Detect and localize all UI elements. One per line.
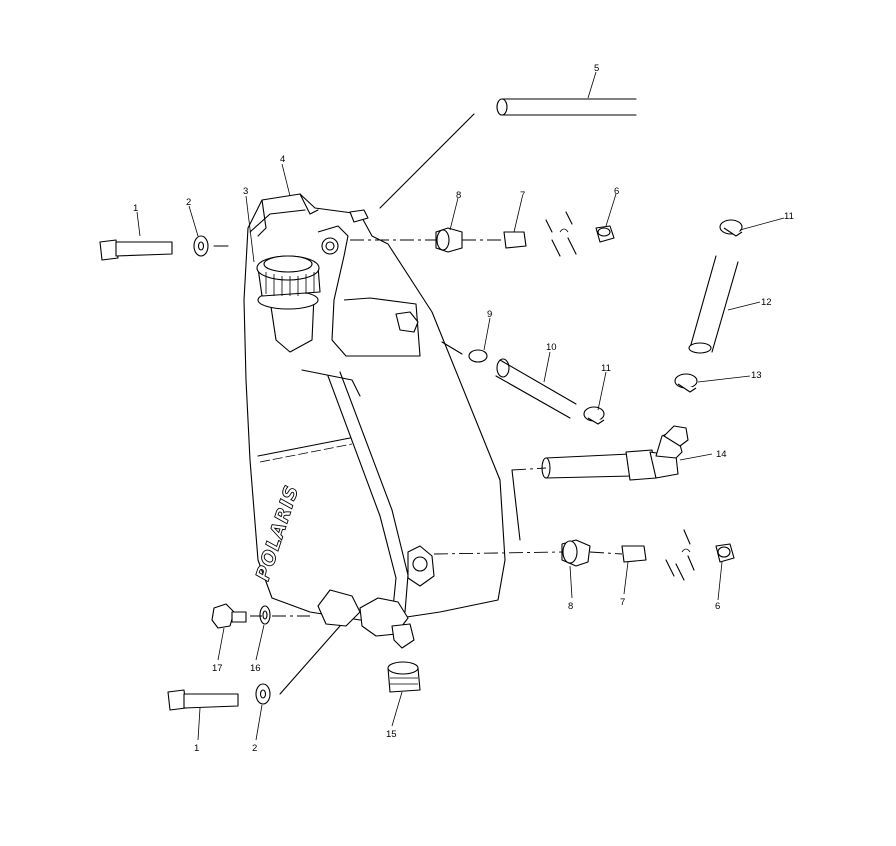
callout-15: 15 — [386, 729, 397, 740]
drain-bolt — [211, 603, 247, 629]
callout-6-upper: 6 — [614, 186, 619, 197]
callout-10: 10 — [546, 342, 557, 353]
sealing-washer — [259, 605, 271, 625]
clamp-11-upper — [719, 219, 743, 237]
callout-13: 13 — [751, 370, 762, 381]
callout-2-lower: 2 — [252, 743, 257, 754]
callout-8-upper: 8 — [456, 190, 461, 201]
callout-4: 4 — [280, 154, 285, 165]
spacer-lower — [621, 545, 647, 563]
callout-2-upper: 2 — [186, 197, 191, 208]
drain-plug — [387, 661, 421, 693]
callout-1-upper: 1 — [133, 203, 138, 214]
callout-3: 3 — [243, 186, 248, 197]
callout-17: 17 — [212, 663, 223, 674]
grommet-upper — [435, 227, 463, 253]
callout-6-lower: 6 — [715, 601, 720, 612]
drain-hose — [495, 358, 577, 419]
callout-11-lower: 11 — [601, 363, 611, 374]
nut-upper — [595, 225, 615, 243]
filler-cap — [256, 255, 321, 353]
callout-7-upper: 7 — [520, 190, 525, 201]
vent-hose — [496, 98, 637, 116]
clamp-9 — [468, 349, 488, 363]
clamp-11-lower — [583, 406, 605, 425]
callout-7-lower: 7 — [620, 597, 625, 608]
return-hose — [688, 255, 739, 354]
leader-lines — [136, 71, 785, 741]
callout-1-lower: 1 — [194, 743, 199, 754]
elbow-fitting — [541, 425, 689, 481]
washer-upper — [193, 235, 209, 257]
grommet-lower — [561, 539, 591, 567]
callout-8-lower: 8 — [568, 601, 573, 612]
nut-lower — [715, 543, 735, 563]
bolt-lower — [167, 689, 239, 711]
callout-14: 14 — [716, 449, 727, 460]
callout-12: 12 — [761, 297, 772, 308]
bolt-upper — [99, 239, 173, 261]
callout-9: 9 — [487, 309, 492, 320]
callout-11-upper: 11 — [784, 211, 794, 222]
spacer-upper — [503, 231, 527, 249]
callout-5: 5 — [594, 63, 599, 74]
callout-16: 16 — [250, 663, 261, 674]
washer-lower — [255, 683, 271, 705]
clamp-13 — [674, 373, 698, 393]
